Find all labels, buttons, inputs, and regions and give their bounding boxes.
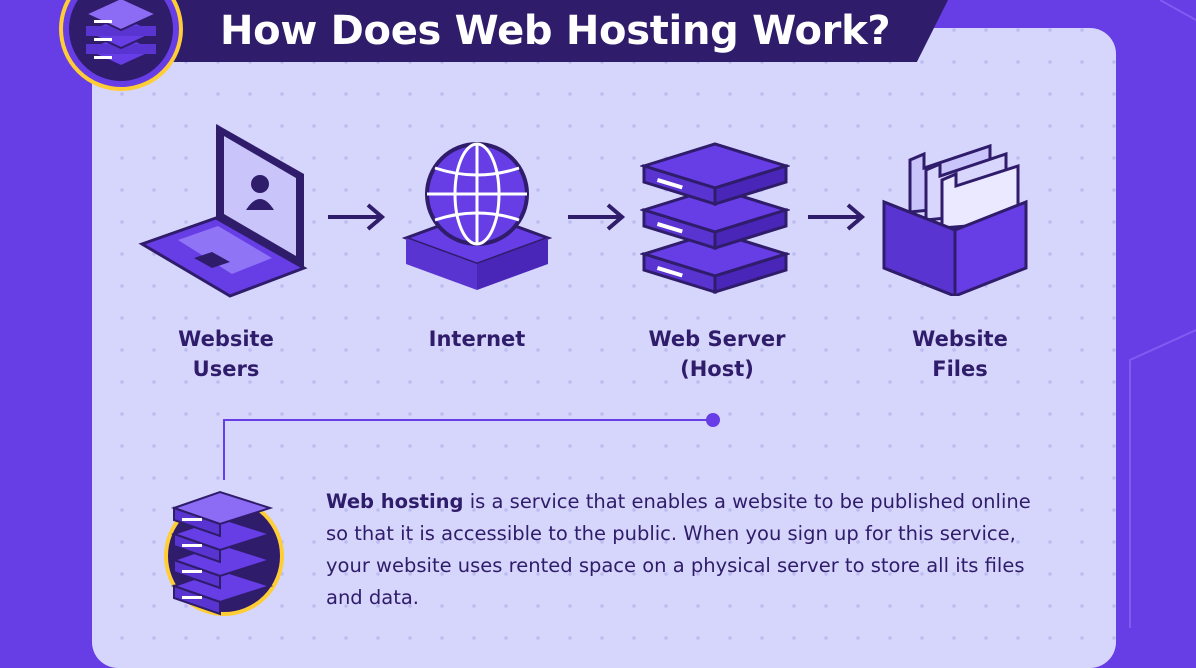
title-bar <box>170 0 948 62</box>
description-term: Web hosting <box>326 490 464 513</box>
folder-box-icon <box>882 143 1028 296</box>
arrow-right-icon <box>328 203 386 231</box>
step-label-website-files: Website Files <box>912 327 1008 381</box>
globe-icon <box>402 142 552 290</box>
step-label-internet: Internet <box>428 327 526 351</box>
step-label-web-server: Web Server (Host) <box>648 327 786 381</box>
description-text: Web hosting is a service that enables a … <box>326 486 1046 614</box>
step-label-website-users: Website Users <box>178 327 274 381</box>
server-stack-icon <box>640 142 790 295</box>
arrow-right-icon <box>808 203 866 231</box>
connector-line <box>223 413 720 480</box>
server-badge-icon <box>59 0 183 91</box>
server-badge-icon <box>164 490 284 616</box>
arrow-right-icon <box>568 203 626 231</box>
description-body: is a service that enables a website to b… <box>326 490 1031 609</box>
laptop-user-icon <box>138 124 308 298</box>
background-decoration <box>1129 0 1196 628</box>
page-title: How Does Web Hosting Work? <box>220 8 891 54</box>
content-card <box>92 28 1116 668</box>
